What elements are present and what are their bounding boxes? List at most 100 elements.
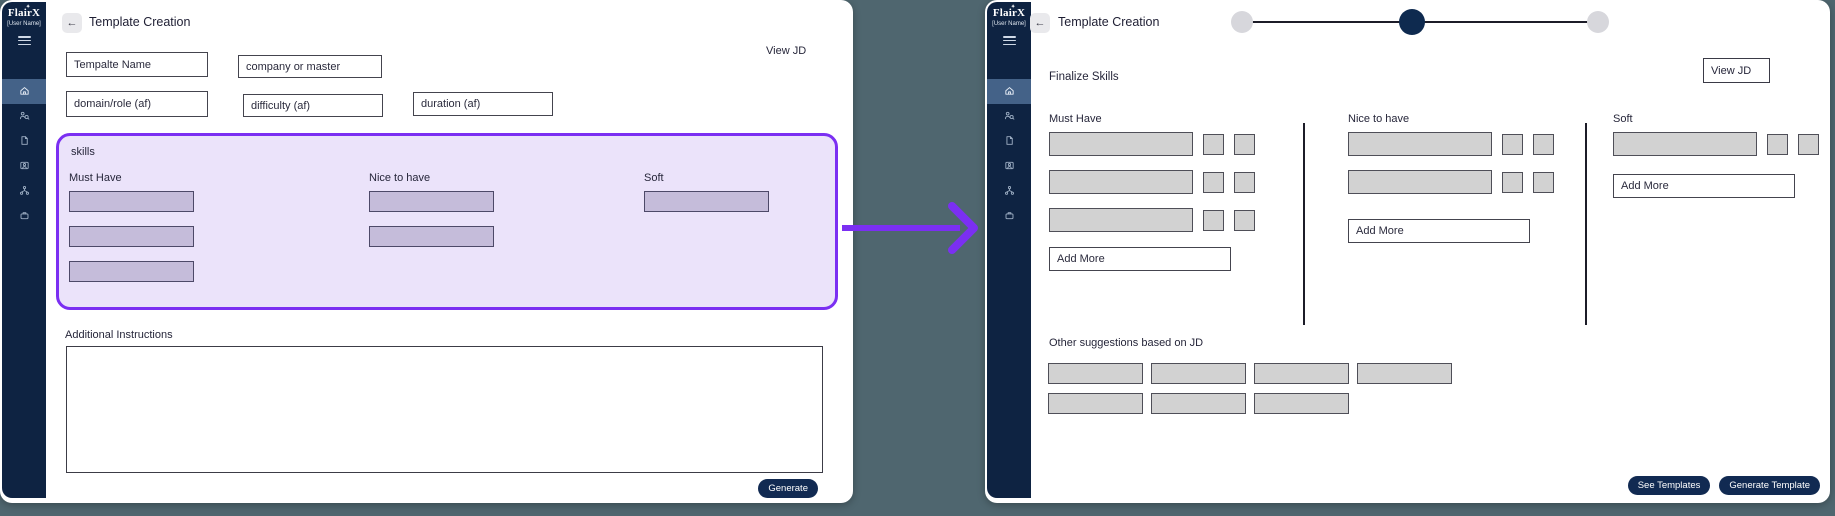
suggestion-placeholder-bar[interactable] [1254, 363, 1349, 384]
sidebar-item-id-card[interactable] [2, 154, 46, 179]
sidebar-item-id-card[interactable] [987, 154, 1031, 179]
suggestion-placeholder-bar[interactable] [1151, 393, 1246, 414]
skill-action-square[interactable] [1234, 133, 1255, 155]
soft-placeholders [644, 191, 769, 212]
difficulty-field[interactable] [243, 94, 383, 117]
soft-column: Soft [1613, 113, 1819, 198]
skill-action-square[interactable] [1203, 209, 1224, 231]
must-have-column: Must Have [1049, 113, 1255, 271]
skills-section: skills Must Have Nice to have Soft [56, 133, 838, 310]
skill-action-square[interactable] [1234, 171, 1255, 193]
see-templates-button[interactable]: See Templates [1627, 476, 1711, 495]
user-name-label: [User Name] [992, 21, 1026, 27]
add-more-input[interactable] [1613, 174, 1795, 198]
must-have-rows [1049, 132, 1255, 232]
sidebar-item-org-chart[interactable] [987, 179, 1031, 204]
generate-button[interactable]: Generate [758, 479, 818, 498]
skill-placeholder-bar [644, 191, 769, 212]
skill-action-square[interactable] [1203, 133, 1224, 155]
back-arrow-icon [1035, 17, 1046, 29]
skills-section-label: skills [71, 146, 95, 158]
stepper-step-2-active[interactable] [1399, 9, 1425, 35]
template-name-field[interactable] [66, 52, 208, 77]
skill-action-square[interactable] [1203, 171, 1224, 193]
suggestions-area [1048, 363, 1452, 414]
sidebar-item-documents[interactable] [2, 129, 46, 154]
suggestion-placeholder-bar[interactable] [1254, 393, 1349, 414]
home-icon [19, 83, 30, 101]
sparkle-icon: ✦ [26, 5, 31, 10]
view-jd-button[interactable]: View JD [1703, 58, 1770, 83]
skill-action-square[interactable] [1767, 133, 1788, 155]
document-icon [1004, 133, 1015, 151]
stepper-step-1[interactable] [1231, 11, 1253, 33]
skill-placeholder-bar [1348, 170, 1492, 194]
must-have-label: Must Have [1049, 113, 1102, 125]
app-logo: ✦FlairX [7, 5, 41, 19]
company-or-master-field[interactable] [238, 55, 382, 78]
soft-label: Soft [644, 172, 664, 184]
home-icon [1004, 83, 1015, 101]
user-name-label: [User Name] [7, 21, 41, 27]
skill-action-square[interactable] [1502, 171, 1523, 193]
skill-action-square[interactable] [1533, 133, 1554, 155]
additional-instructions-textarea[interactable] [66, 346, 823, 473]
sidebar-item-candidate-search[interactable] [2, 104, 46, 129]
nice-to-have-placeholders [369, 191, 494, 247]
must-have-column: Must Have [69, 172, 194, 282]
skill-action-square[interactable] [1533, 171, 1554, 193]
menu-icon[interactable] [17, 36, 31, 46]
skill-action-square[interactable] [1234, 209, 1255, 231]
skill-row [1348, 132, 1554, 156]
must-have-label: Must Have [69, 172, 122, 184]
sidebar-item-home[interactable] [2, 79, 46, 105]
suggestion-placeholder-bar[interactable] [1048, 363, 1143, 384]
id-card-icon [19, 158, 30, 176]
back-arrow-icon [67, 17, 78, 29]
back-button[interactable] [62, 13, 82, 33]
sidebar-item-documents[interactable] [987, 129, 1031, 154]
column-divider [1585, 123, 1587, 325]
view-jd-link[interactable]: View JD [766, 45, 807, 57]
suggestion-placeholder-bar[interactable] [1151, 363, 1246, 384]
briefcase-icon [19, 208, 30, 226]
sidebar-item-briefcase[interactable] [987, 204, 1031, 229]
skill-action-square[interactable] [1502, 133, 1523, 155]
skill-row [1348, 170, 1554, 194]
sidebar-item-briefcase[interactable] [2, 204, 46, 229]
skill-placeholder-bar [1049, 170, 1193, 194]
suggestion-placeholder-bar[interactable] [1048, 393, 1143, 414]
add-more-input[interactable] [1348, 219, 1530, 243]
must-have-placeholders [69, 191, 194, 282]
skill-placeholder-bar [369, 191, 494, 212]
progress-stepper [1231, 9, 1609, 35]
sidebar-nav [2, 79, 46, 229]
nice-to-have-label: Nice to have [1348, 113, 1410, 125]
skill-placeholder-bar [69, 191, 194, 212]
menu-icon[interactable] [1002, 36, 1016, 46]
sidebar-nav [987, 79, 1031, 229]
sidebar: ✦FlairX [User Name] [2, 2, 46, 498]
document-icon [19, 133, 30, 151]
sidebar-item-candidate-search[interactable] [987, 104, 1031, 129]
duration-field[interactable] [413, 92, 553, 116]
skill-placeholder-bar [1049, 132, 1193, 156]
domain-role-field[interactable] [66, 91, 208, 117]
suggestion-placeholder-bar[interactable] [1357, 363, 1452, 384]
skill-placeholder-bar [369, 226, 494, 247]
skill-action-square[interactable] [1798, 133, 1819, 155]
add-more-input[interactable] [1049, 247, 1231, 271]
generate-template-button[interactable]: Generate Template [1719, 476, 1820, 495]
finalize-skills-panel: ✦FlairX [User Name] [985, 0, 1830, 503]
suggestions-row [1048, 393, 1452, 414]
back-button[interactable] [1030, 13, 1050, 33]
flow-arrow-icon [842, 202, 978, 254]
stepper-step-3[interactable] [1587, 11, 1609, 33]
skill-placeholder-bar [69, 261, 194, 282]
sidebar-item-org-chart[interactable] [2, 179, 46, 204]
sidebar-item-home[interactable] [987, 79, 1031, 105]
skill-placeholder-bar [69, 226, 194, 247]
candidate-search-icon [1004, 108, 1015, 126]
page-title: Template Creation [89, 15, 191, 29]
